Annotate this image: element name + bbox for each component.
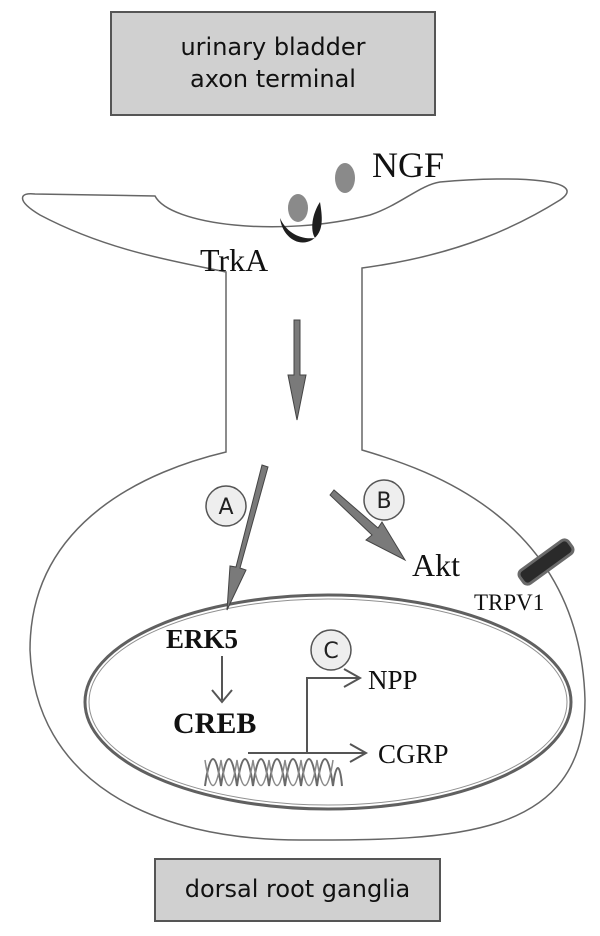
urinary-bladder-box: urinary bladder axon terminal [110,11,436,116]
dna-helix [204,758,343,787]
trpv1-label: TRPV1 [474,590,544,615]
pathway-a-circle [205,485,247,527]
pathway-a-arrow [226,464,269,611]
urinary-bladder-line1: urinary bladder [180,33,366,62]
pathway-a-label: A [218,495,233,520]
trka-label: TrkA [200,242,268,278]
signal-arrow-axon [287,319,307,421]
dorsal-root-ganglia-box: dorsal root ganglia [154,858,441,922]
trka-receptor [280,202,322,243]
creb-label: CREB [173,707,256,740]
nucleus [83,593,573,811]
npp-transcription-line [306,677,358,753]
pathway-b-arrow [329,489,407,562]
akt-label: Akt [412,547,460,583]
pathway-c-label: C [323,639,338,664]
erk5-label: ERK5 [166,624,238,654]
ngf-label: NGF [372,145,444,185]
urinary-bladder-line2: axon terminal [190,64,356,93]
erk5-to-creb-arrowhead [211,689,233,704]
pathway-c-circle [310,629,352,671]
pathway-b-circle [363,479,405,521]
nucleus-inner-membrane [88,598,568,806]
trpv1-channel [517,538,575,586]
pathway-b-label: B [376,489,391,514]
dna-helix-strand [204,759,334,786]
ngf-molecule-free [335,163,355,193]
npp-arrowhead [343,668,363,688]
cgrp-arrowhead [349,743,369,763]
cgrp-label: CGRP [378,739,449,769]
neuron-membrane [21,178,586,841]
ngf-molecule-bound [288,194,308,222]
npp-label: NPP [368,665,418,695]
dorsal-root-ganglia-label: dorsal root ganglia [184,875,411,904]
